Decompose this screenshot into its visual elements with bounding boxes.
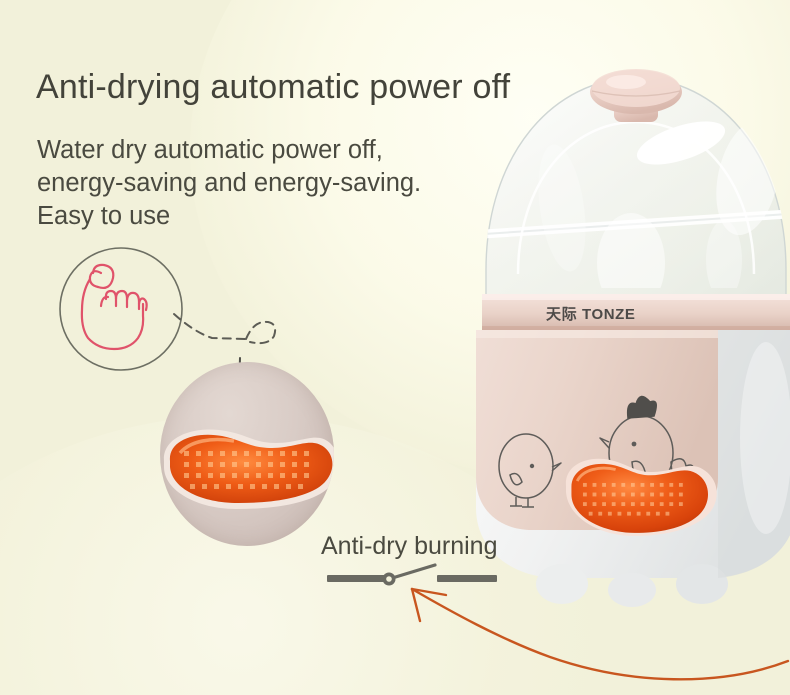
chick-illustration	[498, 433, 562, 508]
page-subtitle: Water dry automatic power off, energy-sa…	[37, 136, 422, 230]
product-image: 天际 TONZE	[466, 38, 790, 628]
open-switch-icon	[327, 563, 497, 586]
page-title: Anti-drying automatic power off	[36, 68, 511, 106]
heating-plate-detail	[163, 429, 334, 510]
lid-knob	[590, 69, 682, 122]
anti-dry-indicator-light	[565, 458, 717, 536]
pointing-hand-badge	[58, 246, 184, 372]
heating-plate-zoom-circle	[160, 362, 334, 546]
brand-logo-text: 天际 TONZE	[546, 306, 636, 323]
pointing-hand-icon	[80, 263, 148, 351]
anti-dry-burning-label: Anti-dry burning	[321, 532, 498, 560]
lid-collar: 天际 TONZE	[482, 294, 790, 330]
lid-group	[485, 69, 787, 297]
